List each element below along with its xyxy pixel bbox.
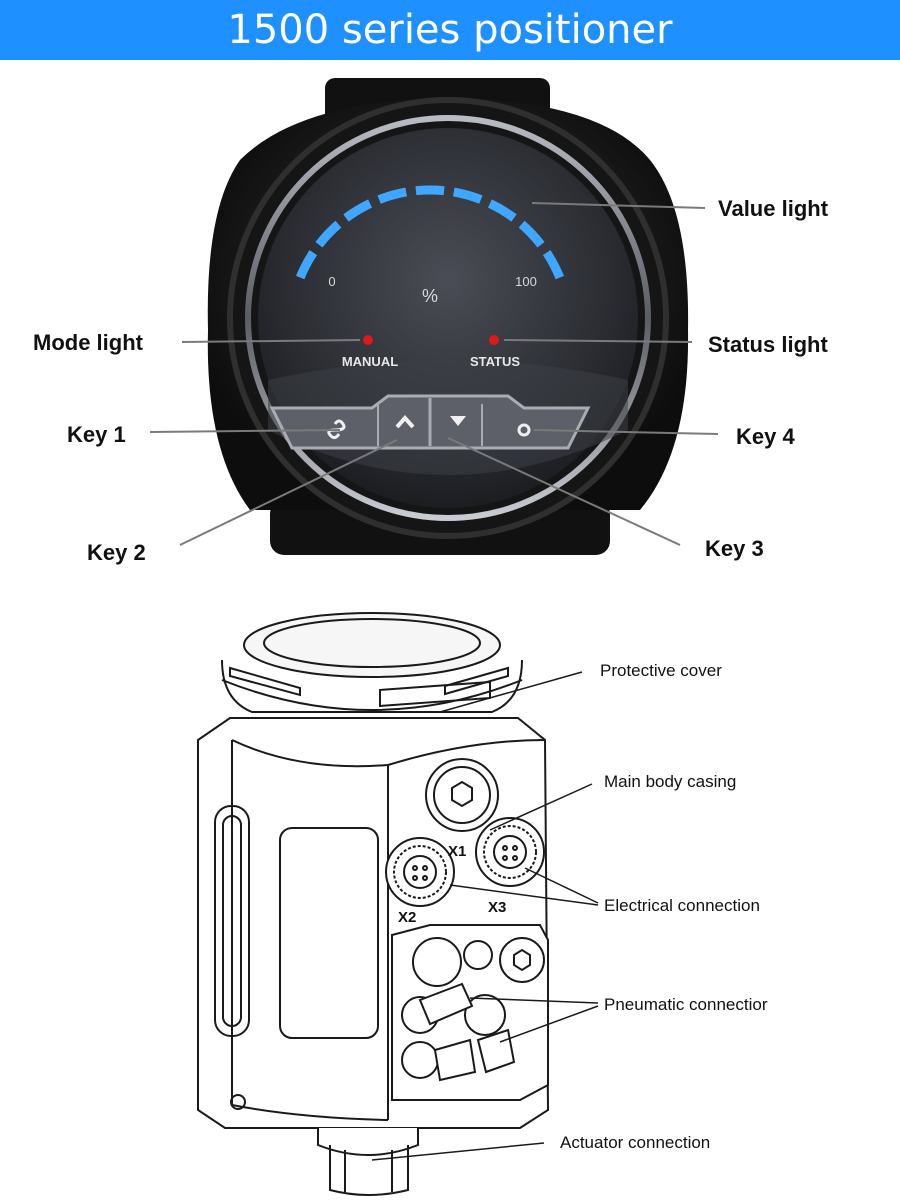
electrical-connection-label: Electrical connection xyxy=(604,896,760,915)
scale-min-label: 0 xyxy=(328,274,335,289)
page-title: 1500 series positioner xyxy=(227,7,673,53)
manual-label: MANUAL xyxy=(342,354,398,369)
circle-enter-icon xyxy=(517,423,531,437)
key-panel xyxy=(269,394,591,450)
status-light-label: Status light xyxy=(708,332,828,357)
value-light-segment xyxy=(377,187,408,204)
key-2-button[interactable] xyxy=(395,414,415,429)
unit-label: % xyxy=(422,286,438,306)
bottom-leader-lines xyxy=(371,671,599,1161)
value-light-segment xyxy=(518,220,545,248)
port-x3-label: X3 xyxy=(488,899,506,916)
display-face xyxy=(258,128,638,508)
status-label: STATUS xyxy=(470,354,520,369)
value-light-segment xyxy=(296,250,318,280)
positioner-line-drawing xyxy=(197,612,550,1196)
main-body-casing xyxy=(197,717,550,1129)
title-banner: 1500 series positioner xyxy=(0,0,900,60)
value-light-segment xyxy=(315,220,342,248)
value-light-segment xyxy=(542,250,564,280)
port-x1-label: X1 xyxy=(448,843,466,860)
main-body-casing-label: Main body casing xyxy=(604,772,736,791)
top-leader-lines xyxy=(149,202,719,546)
value-light-segment xyxy=(452,187,483,204)
status-light-led xyxy=(489,335,499,345)
value-light-segment xyxy=(415,185,445,196)
mode-light-label: Mode light xyxy=(33,330,144,355)
mode-light-led xyxy=(363,335,373,345)
actuator-connection-label: Actuator connection xyxy=(560,1133,710,1152)
key-3-button[interactable] xyxy=(450,416,466,426)
arrow-up-icon xyxy=(395,414,415,429)
actuator-connection xyxy=(317,1128,419,1196)
arrow-down-icon xyxy=(450,416,466,426)
key-4-button[interactable] xyxy=(517,423,531,437)
pneumatic-connection-label: Pneumatic connectior xyxy=(604,995,768,1014)
key-1-label: Key 1 xyxy=(67,422,126,447)
value-light-arc xyxy=(296,185,564,280)
protective-cover xyxy=(221,612,523,713)
key-2-label: Key 2 xyxy=(87,540,146,565)
key-4-label: Key 4 xyxy=(736,424,795,449)
scale-max-label: 100 xyxy=(515,274,537,289)
key-3-label: Key 3 xyxy=(705,536,764,561)
protective-cover-label: Protective cover xyxy=(600,661,722,680)
value-light-segment xyxy=(343,199,373,222)
value-light-label: Value light xyxy=(718,196,829,221)
value-light-segment xyxy=(487,199,517,222)
port-x2-label: X2 xyxy=(398,909,416,926)
